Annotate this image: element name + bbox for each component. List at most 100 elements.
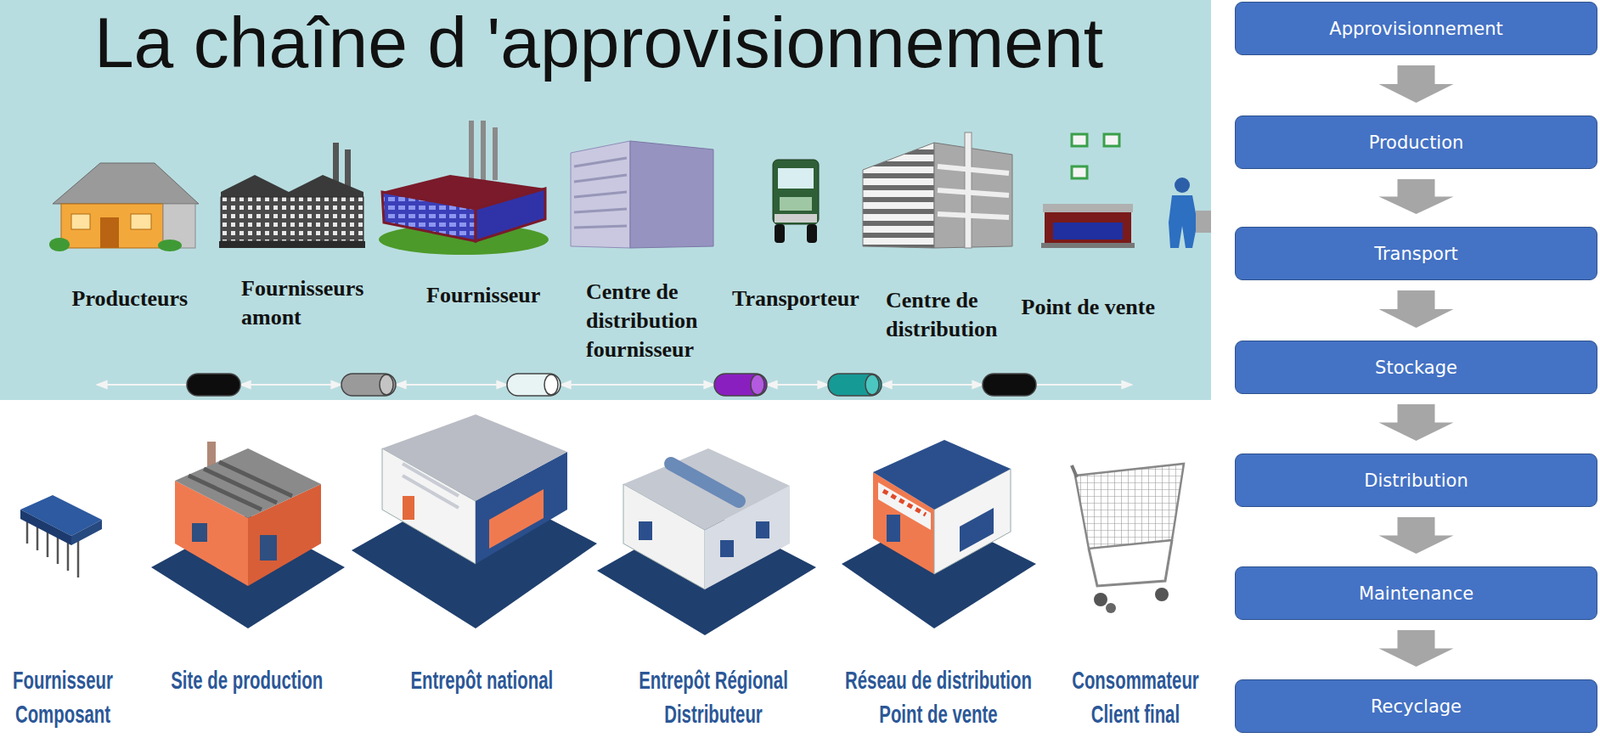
house-icon-part (100, 217, 119, 248)
shop-icon-part (1071, 134, 1088, 147)
flow-capsules-part (865, 374, 879, 395)
flow-line-part (881, 383, 983, 386)
stage-label: Réseau de distribution Point de vente (837, 663, 1040, 732)
process-box: Approvisionnement (1234, 1, 1598, 56)
truck-icon-part (777, 168, 814, 189)
production-site-icon (151, 441, 345, 629)
regional-warehouse-icon-part (720, 540, 734, 558)
production-site-icon-part (191, 523, 208, 542)
person-icon-part (1174, 177, 1190, 193)
process-label: Production (1360, 131, 1473, 154)
process-box: Recyclage (1234, 679, 1598, 733)
supplier-warehouse-icon-part (574, 157, 627, 228)
national-warehouse-icon (351, 414, 598, 629)
shop-icon-part (1104, 134, 1120, 147)
supplier-factory-icon-part (475, 188, 546, 242)
shopping-cart-icon (1071, 463, 1184, 614)
truck-icon (772, 159, 819, 243)
distribution-building-icon-part (862, 142, 935, 248)
person-icon-part (1195, 210, 1212, 233)
house-icon-part (157, 239, 182, 252)
component-chip-icon (20, 495, 102, 578)
shopping-cart-icon-part (1088, 540, 1172, 586)
upstream-factory-icon-part (220, 174, 364, 198)
production-site-icon-part (259, 535, 277, 561)
flow-arrow (1379, 65, 1454, 103)
process-box: Stockage (1234, 340, 1598, 395)
flow-capsules-part (507, 373, 561, 396)
actor-label: Centre de distribution (885, 286, 1002, 344)
house-icon-part (52, 163, 199, 204)
flow-line-part (395, 383, 508, 386)
flow-arrow (1379, 630, 1454, 667)
flow-capsules-part (714, 373, 767, 396)
truck-icon-part (806, 224, 817, 243)
flow-line (96, 384, 1133, 386)
house-icon (49, 163, 199, 252)
retail-store-icon-part (883, 490, 926, 515)
flow-line-part (240, 383, 342, 386)
shopping-cart-icon-part (1105, 602, 1116, 614)
supplier-warehouse-icon-part (630, 140, 714, 248)
regional-warehouse-icon-part (638, 521, 653, 541)
actor-label: Point de vente (1021, 292, 1155, 322)
retail-store-icon-part (886, 514, 901, 542)
distribution-building-icon-part (934, 142, 1013, 248)
flow-capsules-part (186, 373, 241, 396)
production-site-icon-part (188, 461, 293, 510)
flow-capsules-part (341, 373, 396, 396)
shop-icon-part (1053, 222, 1123, 240)
shop-icon-part (1042, 203, 1133, 213)
flow-line-part (766, 383, 829, 386)
regional-warehouse-icon-part (755, 521, 770, 539)
regional-warehouse-icon-part (670, 463, 739, 502)
shop-icon-part (1041, 242, 1135, 248)
upstream-factory-icon (219, 142, 366, 248)
process-label: Approvisionnement (1320, 17, 1511, 40)
flow-capsules-part (379, 374, 394, 395)
supplier-factory-icon-part (492, 127, 498, 181)
flow-line-part (1036, 383, 1133, 386)
flow-capsules-part (544, 374, 558, 395)
shopping-cart-icon-part (1071, 465, 1077, 478)
stage-label: Fournisseur Composant (5, 663, 121, 732)
process-label: Transport (1365, 242, 1467, 265)
national-warehouse-icon-part (489, 489, 544, 549)
process-label: Stockage (1366, 356, 1466, 379)
flow-capsules-part (828, 373, 882, 396)
regional-warehouse-icon (597, 448, 817, 636)
flow-capsules-part (982, 373, 1037, 396)
house-icon-part (49, 237, 70, 252)
person-icon-part (1168, 195, 1198, 248)
distribution-building-icon (862, 132, 1013, 248)
actor-label: Fournisseur (426, 281, 541, 310)
process-box: Production (1234, 115, 1598, 170)
national-warehouse-icon-part (402, 463, 459, 508)
production-site-icon-part (174, 448, 322, 519)
distribution-building-icon-part (937, 166, 1009, 218)
stage-label: Consommateur Client final (1065, 663, 1205, 732)
retail-store-icon (841, 439, 1037, 629)
supplier-factory-icon-part (468, 120, 474, 181)
shop-icon-part (1071, 166, 1088, 179)
retail-store-icon-part (878, 482, 931, 530)
supplier-factory-icon-part (382, 191, 476, 242)
upstream-factory-icon-part (219, 241, 366, 248)
component-chip-icon-part (20, 509, 72, 546)
flow-arrow (1379, 179, 1454, 215)
stage-label: Entrepôt Régional Distributeur (629, 663, 797, 732)
process-label: Maintenance (1350, 582, 1482, 605)
truck-icon-part (779, 197, 812, 211)
shopping-cart-icon-part (1093, 592, 1108, 607)
flow-arrow (1379, 290, 1454, 328)
stage-label: Entrepôt national (410, 663, 553, 698)
actor-label: Producteurs (72, 284, 189, 314)
flow-capsules (186, 373, 1037, 396)
shopping-cart-icon-part (1154, 587, 1169, 602)
upstream-factory-icon-part (220, 197, 364, 242)
shopping-cart-icon-part (1075, 463, 1184, 549)
national-warehouse-icon-part (382, 414, 568, 502)
retail-store-icon-part (959, 507, 994, 553)
supplier-factory-icon (378, 120, 549, 255)
